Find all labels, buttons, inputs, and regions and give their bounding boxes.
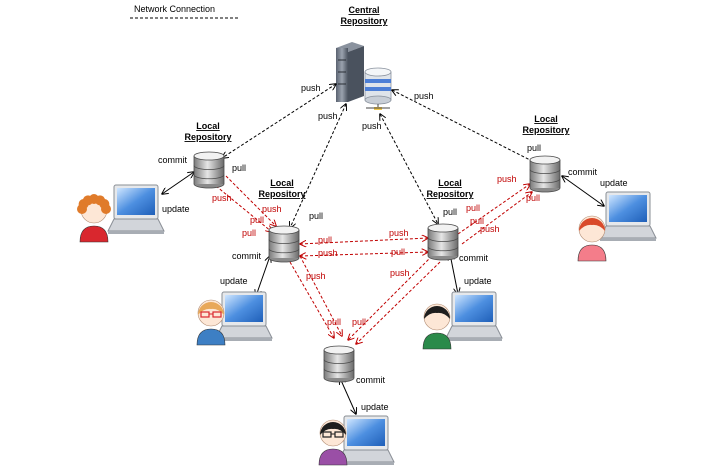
central-database-icon [364, 67, 392, 110]
label-push-ml-mr-a: push [318, 248, 338, 258]
link-mr-bottom-b [356, 261, 441, 344]
label-push-mr-tr-a: push [480, 224, 500, 234]
central-title-line2: Repository [340, 16, 387, 26]
link-central-tr [392, 90, 538, 164]
label-push-central-tl: push [301, 83, 321, 93]
label-push-central-tr: push [414, 91, 434, 101]
label-commit-tl: commit [158, 155, 187, 165]
db-local-tr [529, 155, 561, 193]
person-bottom [318, 419, 348, 466]
local-tr-title-line2: Repository [522, 125, 569, 135]
label-pull-bottom-mr: pull [352, 317, 366, 327]
legend-label: Network Connection [134, 4, 215, 14]
label-pull-tr: pull [527, 143, 541, 153]
label-push-ml-bottom: push [306, 271, 326, 281]
link-ml-bottom-b [299, 255, 342, 336]
central-repository-title: Central Repository [340, 5, 387, 26]
label-pull-ml-mr-a: pull [318, 235, 332, 245]
db-local-tl [193, 151, 225, 189]
local-mr-title-line2: Repository [426, 189, 473, 199]
central-push-labels: push push push push [301, 83, 434, 131]
local-ml-title-line1: Local [270, 178, 294, 188]
person-tl [77, 194, 111, 243]
db-local-mr [427, 223, 459, 261]
link-central-tl [222, 84, 336, 158]
laptop-tr [599, 191, 657, 241]
legend: Network Connection [130, 4, 240, 19]
label-pull-ml: pull [309, 211, 323, 221]
laptop-mr [445, 291, 503, 341]
laptop-tl [107, 184, 165, 234]
local-mr-title-line1: Local [438, 178, 462, 188]
link-ml-mr-a [300, 238, 428, 244]
label-push-tl-ml-b: push [262, 204, 282, 214]
label-update-tr: update [600, 178, 628, 188]
link-local-tr [562, 176, 604, 206]
db-local-bottom [323, 345, 355, 383]
label-pull-mr: pull [443, 207, 457, 217]
laptop-ml [215, 291, 273, 341]
link-central-mr [380, 114, 438, 224]
label-commit-bottom: commit [356, 375, 385, 385]
label-pull-ml-mr-b: pull [391, 247, 405, 257]
link-central-ml [290, 104, 346, 228]
label-update-tl: update [162, 204, 190, 214]
link-local-bottom [340, 378, 356, 414]
label-pull-tl-ml-b: pull [242, 228, 256, 238]
link-mr-tr-b [461, 192, 532, 245]
label-update-mr: update [464, 276, 492, 286]
local-tr-title-line1: Local [534, 114, 558, 124]
label-push-mr-tr-b: push [497, 174, 517, 184]
local-repository-titles: Local Repository Local Repository Local … [184, 114, 569, 199]
label-commit-tr: commit [568, 167, 597, 177]
local-ml-title-line2: Repository [258, 189, 305, 199]
label-push-central-ml: push [318, 111, 338, 121]
label-push-mr-bottom: push [390, 268, 410, 278]
label-update-ml: update [220, 276, 248, 286]
person-ml [196, 299, 226, 346]
label-push-tl-ml-a: push [212, 193, 232, 203]
users [77, 194, 607, 466]
label-update-bottom: update [361, 402, 389, 412]
label-pull-tl: pull [232, 163, 246, 173]
person-mr [422, 303, 452, 350]
commit-update-labels: commit update commit update commit updat… [158, 155, 628, 412]
local-tl-title-line2: Repository [184, 132, 231, 142]
label-pull-mr-tr-a: pull [466, 203, 480, 213]
link-tl-ml-b [225, 175, 276, 226]
laptops [107, 184, 657, 465]
label-commit-mr: commit [459, 253, 488, 263]
central-pull-labels: pull pull pull pull [232, 143, 541, 221]
central-title-line1: Central [348, 5, 379, 15]
link-local-ml [256, 256, 270, 296]
link-ml-mr-b [300, 252, 428, 256]
peer-labels: push push pull pull pull push push pull … [212, 174, 540, 327]
person-tr [577, 215, 607, 262]
db-local-ml [268, 225, 300, 263]
label-push-central-mr: push [362, 121, 382, 131]
label-push-ml-mr-b: push [389, 228, 409, 238]
connections [162, 84, 604, 414]
local-repositories [193, 151, 561, 383]
link-local-tl [162, 172, 194, 194]
link-local-mr [450, 254, 458, 294]
label-pull-tl-ml-a: pull [250, 215, 264, 225]
label-pull-mr-tr-b: pull [470, 216, 484, 226]
link-tl-ml-a [215, 185, 272, 232]
laptop-bottom [337, 415, 395, 465]
local-tl-title-line1: Local [196, 121, 220, 131]
label-commit-ml: commit [232, 251, 261, 261]
label-pull-bottom-ml: pull [327, 317, 341, 327]
label-pull-mr-tr-c: pull [526, 193, 540, 203]
central-server-icon [336, 42, 364, 102]
